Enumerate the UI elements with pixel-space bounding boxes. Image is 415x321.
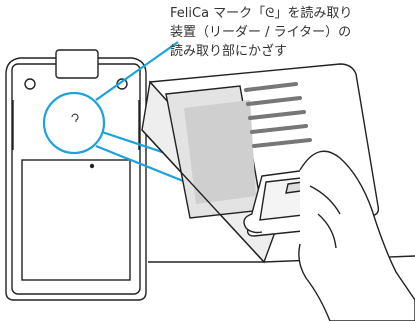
felica-symbol-icon: ᘓ bbox=[265, 6, 275, 21]
felica-mark-icon bbox=[71, 113, 79, 122]
caption-line-1-text: FeliCa マーク「 bbox=[170, 6, 266, 21]
phone-back bbox=[5, 49, 147, 301]
left-hinge-hole bbox=[24, 78, 36, 90]
caption-line-2: 装置（リーダー / ライター）の bbox=[170, 25, 352, 40]
caption-line-1: FeliCa マーク「ᘓ」を読み取り bbox=[170, 4, 415, 23]
battery-cover bbox=[21, 159, 131, 281]
reader-writer-device bbox=[141, 63, 415, 264]
hand-with-phone bbox=[243, 150, 415, 321]
leader-line bbox=[95, 41, 179, 101]
caption-line-3: 読み取り部にかざす bbox=[170, 44, 288, 59]
camera-hinge bbox=[55, 49, 99, 79]
caption-line-1-tail: 」を読み取り bbox=[274, 6, 353, 21]
callout-circle bbox=[42, 91, 106, 155]
instruction-caption: FeliCa マーク「ᘓ」を読み取り 装置（リーダー / ライター）の 読み取り… bbox=[170, 4, 415, 61]
